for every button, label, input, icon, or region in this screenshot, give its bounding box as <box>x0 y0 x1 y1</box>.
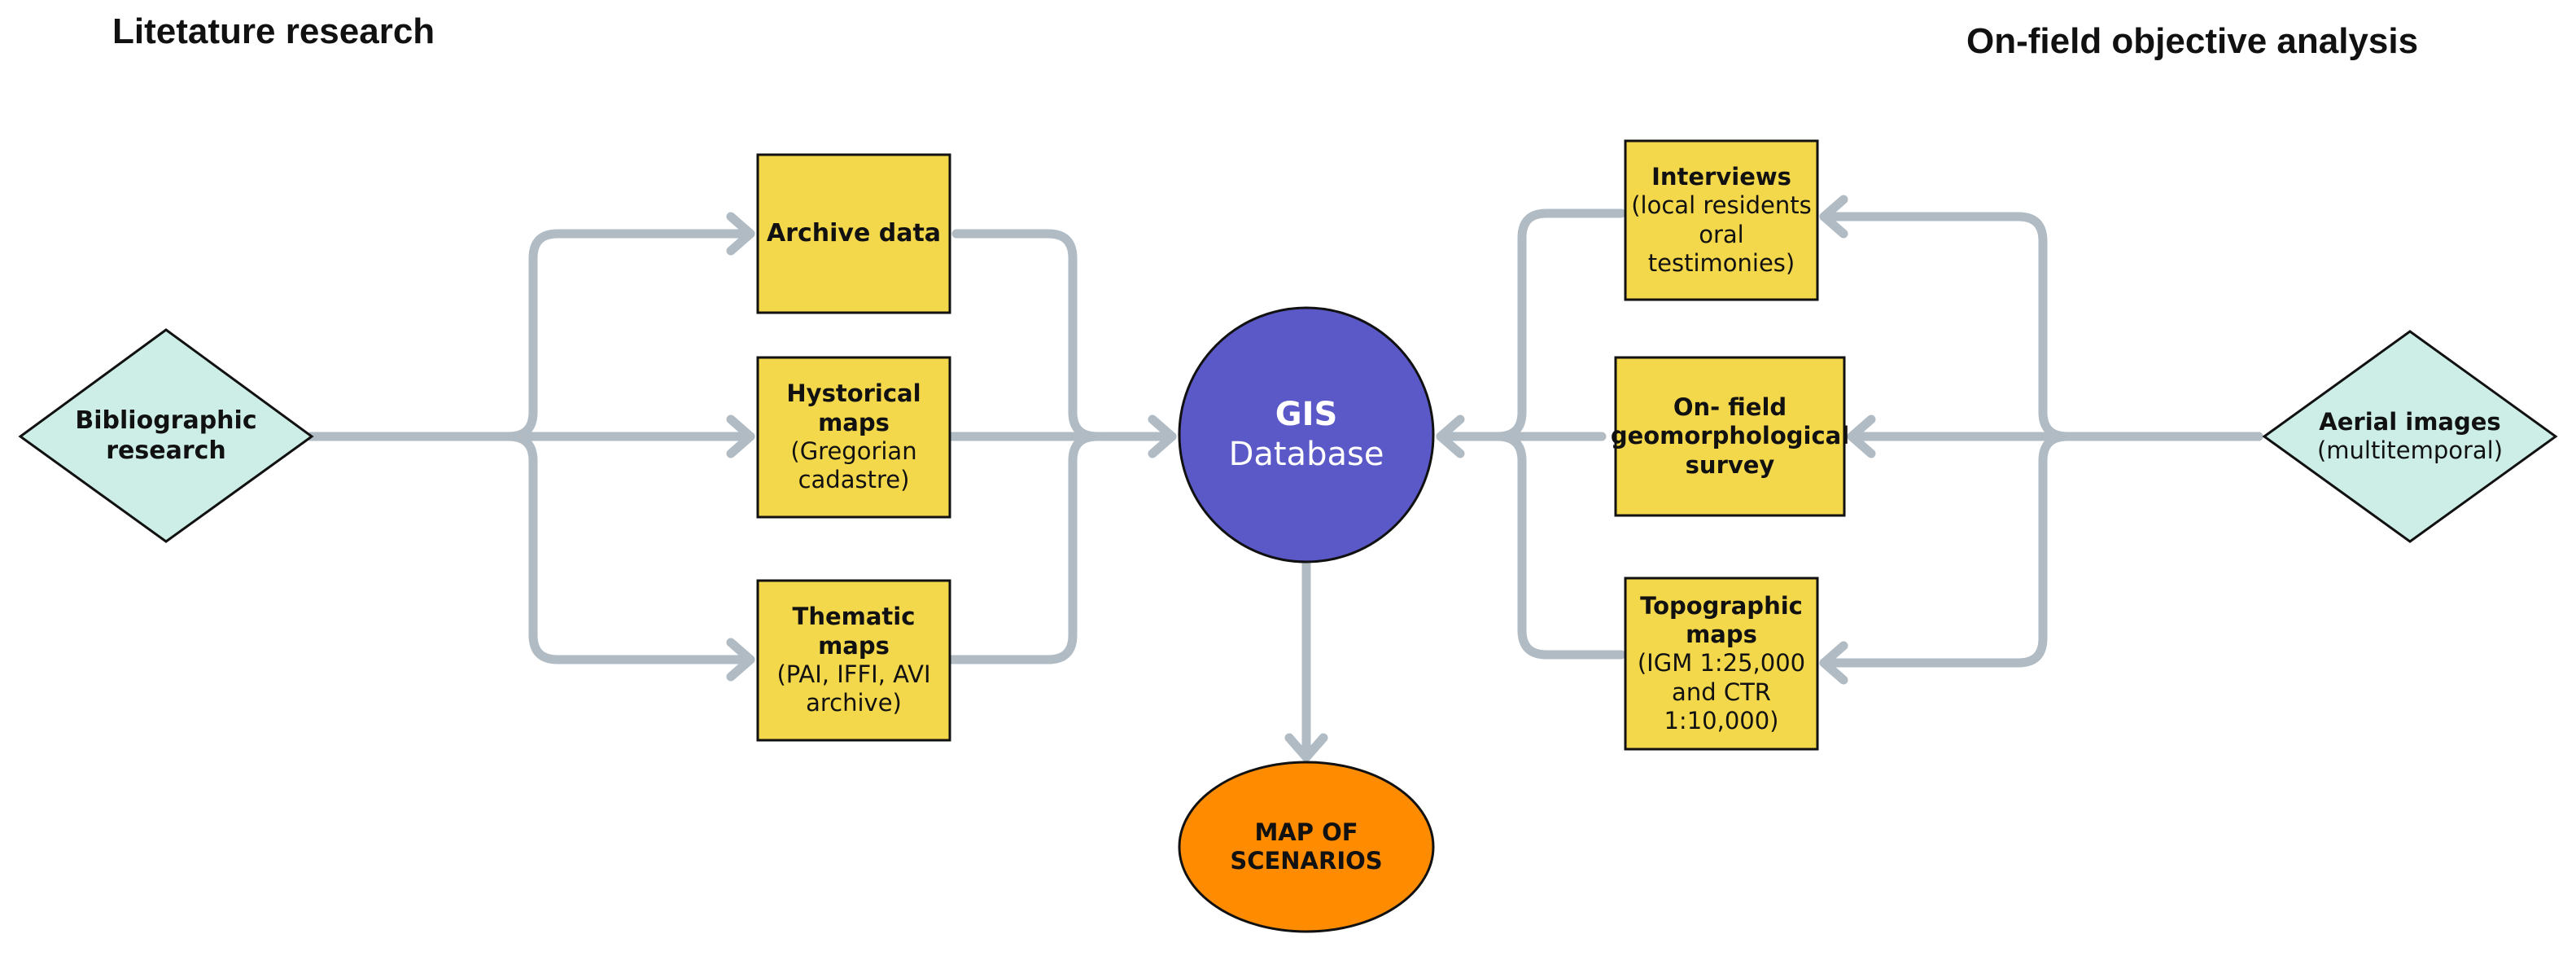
interviews-box <box>1624 139 1819 301</box>
topographic-maps-label: Topographic maps (IGM 1:25,000 and CTR 1… <box>1629 578 1813 749</box>
interviews-title: Interviews <box>1651 162 1791 191</box>
thematic-maps-label: Thematic maps (PAI, IFFI, AVI archive) <box>768 581 940 740</box>
archive-data-title: Archive data <box>766 218 942 248</box>
thematic-maps-title: Thematic maps <box>792 603 916 660</box>
historical-maps-box <box>756 356 951 519</box>
gis-database-label: GIS Database <box>1196 324 1417 546</box>
gis-title: GIS <box>1275 396 1338 434</box>
aerial-images-subtitle: (multitemporal) <box>2316 436 2504 464</box>
connector-aerial-to-interviews <box>1819 195 2263 441</box>
historical-maps-title: Hystorical maps <box>786 379 921 436</box>
interviews-subtitle: (local residents oral testimonies) <box>1631 191 1812 277</box>
field-survey-title: On- field geomorphological survey <box>1610 392 1850 479</box>
bibliographic-research-title: Bibliographic research <box>75 406 257 465</box>
historical-maps-subtitle: (Gregorian cadastre) <box>790 437 917 494</box>
aerial-images-diamond <box>2262 330 2558 543</box>
connector-bibliographic-to-thematic <box>306 432 755 682</box>
topographic-maps-box <box>1624 577 1819 751</box>
thematic-maps-subtitle: (PAI, IFFI, AVI archive) <box>776 660 931 717</box>
historical-maps-label: Hystorical maps (Gregorian cadastre) <box>771 357 937 517</box>
map-of-scenarios-ellipse <box>1178 761 1435 933</box>
thematic-maps-box <box>756 579 951 742</box>
topographic-maps-subtitle: (IGM 1:25,000 and CTR 1:10,000) <box>1637 649 1806 735</box>
heading-on-field-analysis: On-field objective analysis <box>1966 21 2419 61</box>
connector-gis-to-output <box>1284 557 1328 762</box>
connector-sources-to-gis <box>946 229 1177 664</box>
interviews-label: Interviews (local residents oral testimo… <box>1629 141 1813 300</box>
gis-database-circle <box>1178 306 1435 564</box>
bibliographic-research-diamond <box>18 328 314 543</box>
bibliographic-research-label: Bibliographic research <box>65 383 267 490</box>
map-of-scenarios-title: MAP OF SCENARIOS <box>1230 818 1383 875</box>
archive-data-box <box>756 153 951 314</box>
heading-literature-research: Litetature research <box>112 11 435 51</box>
connector-bibliographic-to-archive <box>306 212 755 441</box>
archive-data-label: Archive data <box>758 155 950 313</box>
aerial-images-label: Aerial images (multitemporal) <box>2296 391 2524 482</box>
connector-aerial-to-topographic <box>1819 432 2263 685</box>
topographic-maps-title: Topographic maps <box>1640 591 1803 648</box>
gis-subtitle: Database <box>1228 436 1384 473</box>
map-of-scenarios-label: MAP OF SCENARIOS <box>1205 790 1408 904</box>
aerial-images-title: Aerial images <box>2319 407 2501 436</box>
connector-fieldwork-to-gis <box>1436 208 1626 660</box>
field-survey-box <box>1614 356 1846 517</box>
field-survey-label: On- field geomorphological survey <box>1611 357 1849 515</box>
